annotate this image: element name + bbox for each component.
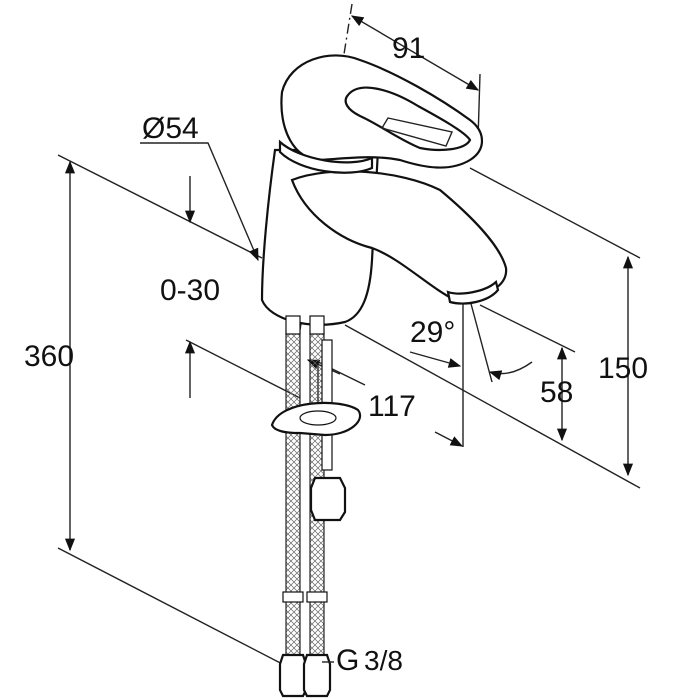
label-0-30: 0-30	[160, 274, 220, 307]
dim-91-line	[350, 15, 480, 91]
angle-29-arc-arrow	[488, 361, 533, 381]
label-diameter-54: Ø54	[142, 112, 199, 145]
label-150: 150	[598, 352, 648, 385]
spout-stream-line	[469, 299, 493, 383]
hose-left	[285, 329, 301, 666]
spout-bottom-arrow	[434, 431, 464, 447]
label-360: 360	[24, 340, 74, 373]
supply-hoses	[270, 329, 362, 698]
label-91: 91	[392, 32, 425, 65]
hose-fitting-left-top	[282, 591, 304, 603]
leader-deck	[344, 324, 641, 489]
label-thread-fraction: 3/8	[364, 645, 403, 676]
lever-slot-inner	[380, 117, 453, 147]
angle-29-arrow-a	[409, 351, 462, 368]
spout-outlet	[446, 279, 500, 305]
label-58: 58	[540, 376, 573, 409]
leader-150-top	[469, 167, 641, 259]
body-collar	[278, 139, 374, 174]
label-thread-g: G	[336, 644, 359, 677]
label-117: 117	[368, 390, 416, 423]
hex-nut-left	[278, 653, 308, 698]
leader-top	[57, 154, 263, 259]
spout	[290, 170, 508, 302]
hose-fitting-right-top	[306, 591, 328, 603]
leader-bottom	[57, 547, 291, 669]
dim-0-30-ext	[185, 339, 301, 399]
label-29-degrees: 29°	[410, 316, 455, 349]
mounting-washer-hole	[299, 410, 337, 426]
dim-54-leader	[140, 142, 259, 262]
lever-slot	[344, 86, 472, 151]
hose-exit-right	[309, 315, 325, 335]
hex-nut-right	[302, 653, 332, 698]
dimension-labels: 91 Ø54 0-30 360 117 29° 58 150 G 3/8	[24, 32, 648, 677]
hose-exit-left	[285, 315, 301, 335]
faucet-body	[260, 54, 508, 335]
hex-fitting-mid	[309, 476, 347, 522]
dimension-lines	[57, 3, 641, 669]
leader-58	[479, 304, 576, 353]
